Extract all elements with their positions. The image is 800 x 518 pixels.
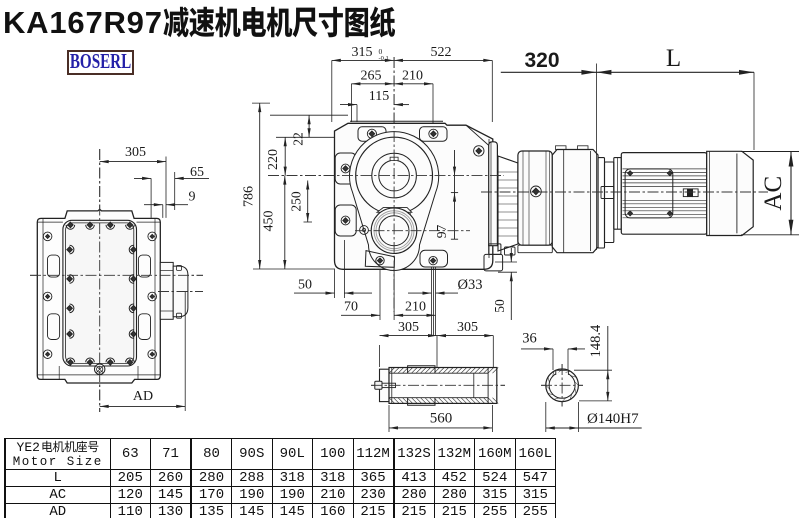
svg-text:265: 265 <box>361 68 382 83</box>
svg-text:315: 315 <box>352 45 373 60</box>
svg-text:-0.1: -0.1 <box>379 55 389 62</box>
svg-text:36: 36 <box>522 331 537 347</box>
svg-text:560: 560 <box>430 411 453 427</box>
svg-text:210: 210 <box>405 299 426 314</box>
svg-text:97: 97 <box>434 225 449 239</box>
svg-text:L: L <box>666 45 681 72</box>
svg-text:65: 65 <box>190 165 204 180</box>
svg-text:Ø140H7: Ø140H7 <box>587 411 639 427</box>
svg-text:70: 70 <box>344 299 358 314</box>
svg-text:115: 115 <box>369 89 389 104</box>
svg-text:522: 522 <box>431 45 452 60</box>
svg-text:50: 50 <box>492 299 507 313</box>
svg-text:450: 450 <box>262 211 277 232</box>
svg-text:786: 786 <box>242 186 257 207</box>
svg-text:Ø33: Ø33 <box>458 277 483 293</box>
svg-text:305: 305 <box>398 320 419 335</box>
svg-text:320: 320 <box>524 49 559 72</box>
svg-text:50: 50 <box>298 277 312 292</box>
svg-text:148.4: 148.4 <box>588 324 604 357</box>
svg-text:305: 305 <box>125 145 146 160</box>
svg-text:9: 9 <box>189 189 196 204</box>
svg-text:220: 220 <box>266 149 281 170</box>
svg-text:210: 210 <box>402 68 423 83</box>
svg-text:305: 305 <box>457 320 478 335</box>
svg-text:250: 250 <box>288 191 303 212</box>
svg-text:22: 22 <box>291 132 306 146</box>
svg-text:AC: AC <box>760 176 787 211</box>
svg-text:0: 0 <box>379 47 383 56</box>
svg-text:AD: AD <box>133 389 153 404</box>
